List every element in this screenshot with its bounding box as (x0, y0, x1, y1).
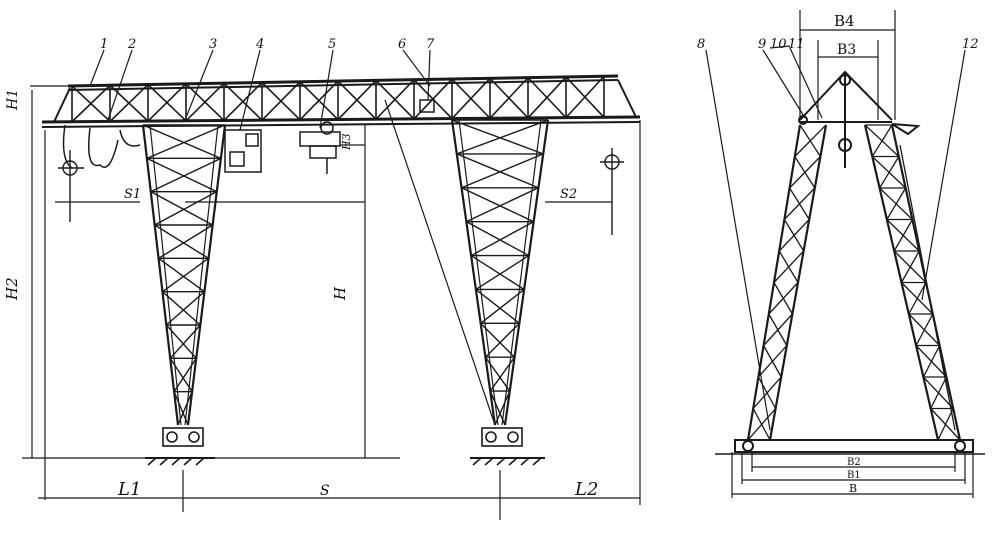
dim-L1: L1 (117, 479, 141, 500)
hanging-cables (62, 124, 141, 169)
right-leg-bracing (451, 119, 549, 426)
hook-symbol-right (600, 148, 624, 235)
dimension-lines (22, 85, 641, 520)
side-base (715, 439, 985, 455)
dim-H3: H3 (340, 133, 353, 151)
girder-web (71, 75, 605, 123)
callout-6: 6 (398, 37, 406, 52)
hoist-equipment (224, 99, 435, 174)
side-dimension-lines-bottom (731, 452, 974, 498)
side-dimension-labels: B4 B3 B2 B1 B (834, 12, 861, 495)
callout-leaders (89, 49, 431, 131)
callout-3: 3 (209, 37, 217, 52)
callout-8: 8 (697, 37, 705, 52)
front-view: 1 2 3 4 5 6 7 H1 H2 H H3 S1 S2 L1 S L2 (3, 37, 641, 520)
callout-10: 10 (770, 37, 787, 52)
callout-9: 9 (758, 37, 766, 52)
dim-B3: B3 (837, 42, 856, 58)
side-leg-bracing (747, 124, 961, 441)
left-leg (141, 124, 227, 426)
dim-H2: H2 (3, 277, 21, 301)
callout-5: 5 (328, 37, 336, 52)
dim-H1: H1 (5, 89, 21, 111)
right-leg (384, 99, 550, 426)
side-callout-leaders (705, 45, 966, 431)
dim-S2: S2 (560, 187, 577, 202)
side-dimension-lines-top (799, 10, 896, 120)
dim-S1: S1 (124, 187, 141, 202)
callout-7: 7 (426, 37, 435, 52)
side-apex (798, 70, 921, 168)
dim-B1: B1 (847, 470, 861, 481)
callout-12: 12 (962, 37, 979, 52)
callout-1: 1 (100, 37, 108, 52)
side-callouts: 8 9 10 11 12 (697, 37, 979, 52)
right-wheel-bogie (470, 427, 545, 466)
ladder (899, 144, 956, 431)
dim-B4: B4 (834, 12, 855, 30)
dim-B: B (849, 482, 857, 495)
dim-L2: L2 (574, 479, 598, 500)
dim-S: S (320, 483, 330, 499)
callout-4: 4 (255, 37, 264, 52)
side-legs (746, 124, 962, 441)
dim-H: H (331, 286, 349, 301)
callout-11: 11 (788, 37, 805, 52)
side-view: 8 9 10 11 12 B4 B3 B2 B1 B (697, 10, 985, 498)
front-callouts: 1 2 3 4 5 6 7 (100, 37, 435, 52)
hook-symbol-left (58, 150, 84, 222)
dim-B2: B2 (847, 457, 861, 468)
left-leg-bracing (142, 124, 226, 426)
front-dimension-labels: H1 H2 H H3 S1 S2 L1 S L2 (3, 89, 598, 500)
callout-2: 2 (127, 37, 136, 52)
left-wheel-bogie (145, 427, 215, 466)
